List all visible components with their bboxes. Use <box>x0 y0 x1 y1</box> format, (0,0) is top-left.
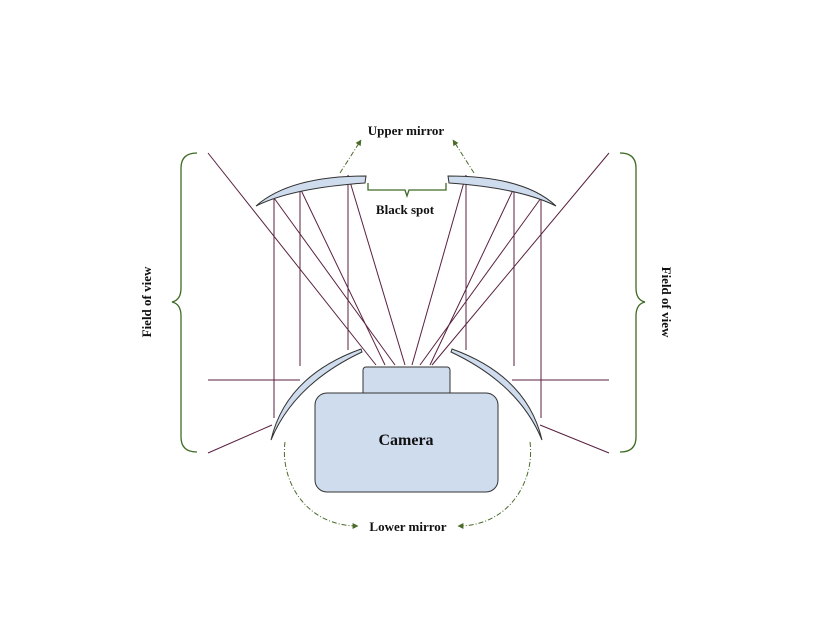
upper-mirror-right <box>447 175 557 207</box>
upper-mirror-arrow-right <box>452 139 475 174</box>
light-rays-right <box>411 152 610 454</box>
fov-bracket-left <box>171 152 198 453</box>
light-rays-left <box>207 152 406 454</box>
lower-mirror-label: Lower mirror <box>369 519 446 534</box>
fov-bracket-right <box>619 152 646 453</box>
black-spot-label: Black spot <box>376 202 435 217</box>
lower-mirror-arrow-left <box>283 441 359 529</box>
lower-mirror-right <box>450 348 543 441</box>
lower-mirror-arrow-right <box>457 441 532 529</box>
camera-body <box>314 392 499 493</box>
ray <box>419 197 542 366</box>
black-spot-bracket <box>367 183 447 199</box>
ray <box>431 152 610 366</box>
upper-mirror-arrow-left <box>339 139 362 174</box>
ray <box>429 187 515 366</box>
ray <box>347 174 406 366</box>
upper-mirror-left <box>255 175 367 207</box>
ray <box>273 197 396 366</box>
ray <box>299 187 386 366</box>
upper-mirror-label: Upper mirror <box>368 123 445 138</box>
camera-lens <box>362 366 451 396</box>
lower-mirror-left <box>270 348 363 441</box>
camera-label: Camera <box>378 432 433 449</box>
field-of-view-label-left: Field of view <box>139 266 154 337</box>
field-of-view-label-right: Field of view <box>659 267 674 338</box>
ray <box>207 424 273 454</box>
ray <box>539 424 610 454</box>
ray <box>411 174 467 366</box>
